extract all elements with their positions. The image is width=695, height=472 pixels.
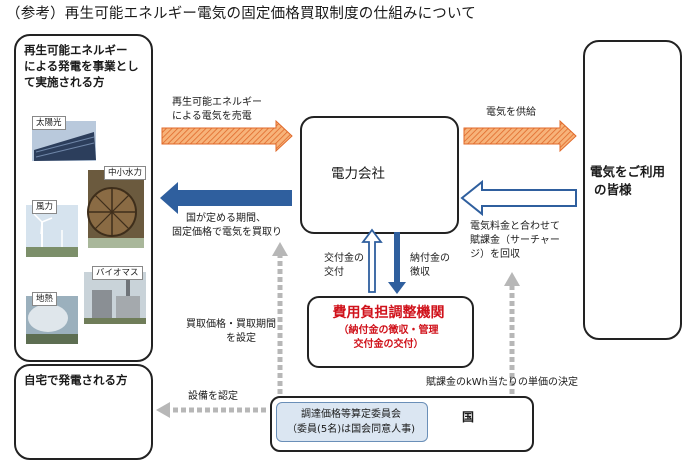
- buy-arrow: [160, 182, 292, 214]
- wind-label: 風力: [32, 200, 58, 214]
- government-label: 国: [462, 410, 475, 424]
- solar-label: 太陽光: [32, 116, 66, 130]
- utility-company-label: 電力会社: [331, 166, 385, 182]
- label-line: による電気を売電: [172, 111, 252, 122]
- buy-label: 国が定める期間、 固定価格で電気を買取り: [172, 212, 282, 240]
- agency-line: （納付金の徴収・管理: [338, 325, 439, 336]
- biomass-label: バイオマス: [92, 266, 143, 280]
- hydro-label: 中小水力: [104, 166, 147, 180]
- supply-label: 電気を供給: [486, 107, 536, 118]
- customers-panel: [583, 40, 682, 340]
- unit-price-label: 賦課金のkWh当たりの単価の決定: [426, 377, 579, 388]
- business-generators-title: 再生可能エネルギー による発電を事業とし て実施される方: [24, 42, 148, 90]
- grant-label: 交付金の 交付: [324, 252, 364, 280]
- title-line: て実施される方: [24, 75, 105, 89]
- title-line: による発電を事業とし: [24, 59, 139, 73]
- hydro-photo: [87, 170, 144, 248]
- label-line: 買取価格・買取期間: [186, 319, 276, 330]
- label-line: 納付金の: [410, 253, 450, 264]
- page-title: （参考）再生可能エネルギー電気の固定価格買取制度の仕組みについて: [6, 6, 476, 22]
- title-line: 電気をご利用: [590, 164, 666, 179]
- label-line: 再生可能エネルギー: [172, 97, 262, 108]
- biomass-photo: [84, 272, 146, 324]
- label-line: 国が定める期間、: [186, 213, 266, 224]
- payment-arrow: [388, 232, 406, 294]
- agency-description: （納付金の徴収・管理 交付金の交付）: [307, 324, 470, 352]
- label-line: を設定: [226, 333, 256, 344]
- agency-title: 費用負担調整機関: [332, 305, 445, 321]
- committee-name: 調達価格等算定委員会: [301, 409, 401, 420]
- label-line: ジ）を回収: [470, 249, 520, 260]
- price-setting-label: 買取価格・買取期間 を設定: [186, 318, 276, 346]
- label-line: 交付金の: [324, 253, 364, 264]
- label-line: 交付: [324, 267, 344, 278]
- customers-title: 電気をご利用 の皆様: [590, 163, 665, 199]
- certify-label: 設備を認定: [188, 391, 238, 402]
- payment-label: 納付金の 徴収: [410, 252, 450, 280]
- sell-arrow: [161, 119, 293, 153]
- home-generators-title: 自宅で発電される方: [24, 373, 128, 387]
- label-line: 徴収: [410, 267, 430, 278]
- title-line: 再生可能エネルギー: [24, 43, 128, 57]
- label-line: 電気料金と合わせて: [470, 221, 560, 232]
- agency-line: 交付金の交付）: [353, 339, 424, 350]
- supply-arrow: [463, 119, 577, 153]
- cost-adjustment-agency-box: [307, 296, 474, 368]
- surcharge-label: 電気料金と合わせて 賦課金（サーチャー ジ）を回収: [470, 220, 560, 262]
- surcharge-arrow: [460, 179, 577, 217]
- pricing-committee-box: [276, 402, 428, 442]
- label-line: 賦課金（サーチャー: [470, 235, 560, 246]
- grant-arrow: [361, 228, 383, 293]
- committee-note: （委員(5名)は国会同意人事): [286, 424, 416, 435]
- title-line: の皆様: [594, 182, 632, 197]
- utility-company-box: [300, 116, 459, 234]
- label-line: 固定価格で電気を買取り: [172, 227, 282, 238]
- home-generators-panel: [14, 364, 153, 460]
- sell-label: 再生可能エネルギー による電気を売電: [172, 96, 262, 124]
- geothermal-label: 地熱: [32, 292, 58, 306]
